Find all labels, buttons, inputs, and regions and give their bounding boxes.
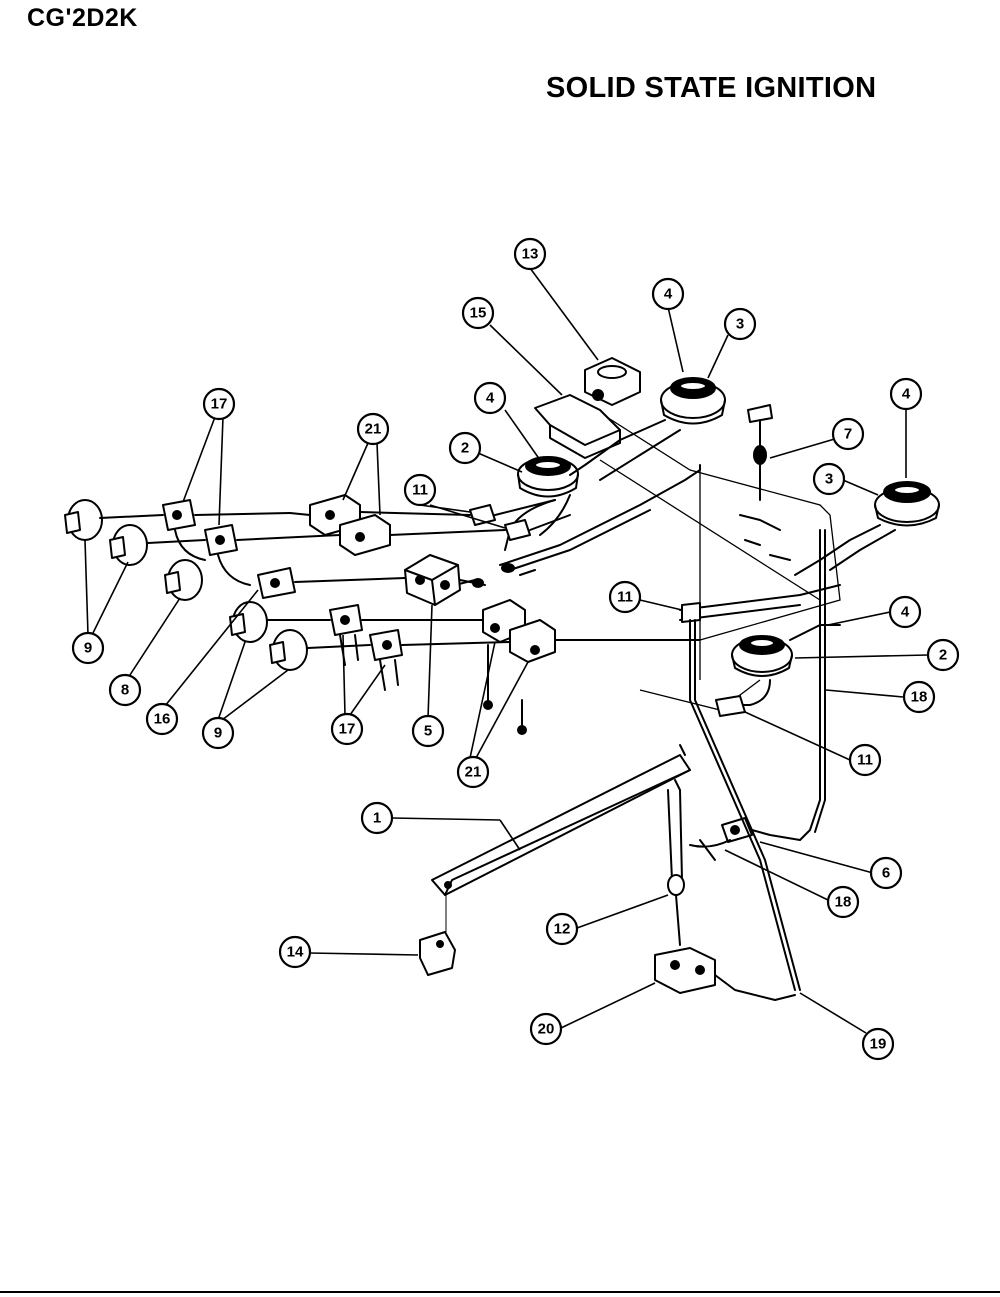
callout-18a: 18 [902, 680, 936, 714]
part-7-igniter [747, 404, 773, 501]
callout-17b: 17 [330, 712, 364, 746]
part-13-valve [584, 357, 641, 406]
svg-text:4: 4 [902, 386, 911, 403]
burner-right-rear [794, 481, 940, 576]
svg-text:16: 16 [154, 711, 171, 728]
callout-4a: 4 [651, 277, 685, 311]
gas-tubes-upper [454, 464, 841, 623]
svg-text:1: 1 [373, 810, 381, 827]
part-16-switch [257, 567, 406, 599]
svg-text:4: 4 [486, 390, 495, 407]
callout-11b: 11 [608, 580, 642, 614]
tubes-18-19 [689, 529, 826, 991]
part-14-bracket [419, 895, 456, 976]
part-21-valves-lower [482, 599, 701, 735]
burner-left-rear [504, 456, 579, 551]
section-title: SOLID STATE IGNITION [546, 72, 877, 104]
callout-11c: 11 [848, 743, 882, 777]
part-1-manifold-rail [431, 744, 691, 896]
callout-2a: 2 [448, 431, 482, 465]
callout-4d: 4 [888, 595, 922, 629]
callout-8: 8 [108, 673, 142, 707]
part-17-switches-upper [162, 499, 341, 586]
svg-text:5: 5 [424, 723, 432, 740]
callout-15: 15 [461, 296, 495, 330]
callout-4c: 4 [889, 377, 923, 411]
callout-6: 6 [869, 856, 903, 890]
svg-text:13: 13 [522, 246, 539, 263]
callout-3a: 3 [723, 307, 757, 341]
callout-17a: 17 [202, 387, 236, 421]
burner-right-front [724, 624, 841, 706]
callout-9b: 9 [201, 716, 235, 750]
svg-text:3: 3 [825, 471, 833, 488]
callout-21b: 21 [456, 755, 490, 789]
svg-text:12: 12 [554, 921, 571, 938]
callout-18b: 18 [826, 885, 860, 919]
callout-4b: 4 [473, 381, 507, 415]
svg-text:21: 21 [365, 421, 382, 438]
part-21-valves-upper [289, 494, 506, 556]
svg-text:15: 15 [470, 305, 487, 322]
svg-text:3: 3 [736, 316, 744, 333]
svg-text:21: 21 [465, 764, 482, 781]
callout-19: 19 [861, 1027, 895, 1061]
callout-20: 20 [529, 1012, 563, 1046]
svg-text:17: 17 [339, 721, 356, 738]
callout-1: 1 [360, 801, 394, 835]
control-knobs [64, 499, 371, 671]
svg-text:2: 2 [461, 440, 469, 457]
callout-11a: 11 [403, 473, 437, 507]
svg-text:20: 20 [538, 1021, 555, 1038]
callout-12: 12 [545, 912, 579, 946]
svg-text:9: 9 [84, 640, 92, 657]
svg-text:18: 18 [835, 894, 852, 911]
bottom-rule [0, 1291, 1000, 1293]
svg-text:8: 8 [121, 682, 129, 699]
callout-5: 5 [411, 714, 445, 748]
callout-16: 16 [145, 702, 179, 736]
callout-2b: 2 [926, 638, 960, 672]
svg-text:11: 11 [857, 752, 873, 769]
callout-7: 7 [831, 417, 865, 451]
callout-9a: 9 [71, 631, 105, 665]
svg-text:19: 19 [870, 1036, 887, 1053]
part-12-20-regulator [654, 779, 796, 1001]
callout-3b: 3 [812, 462, 846, 496]
svg-text:9: 9 [214, 725, 222, 742]
part-15-bracket [534, 394, 621, 459]
svg-text:17: 17 [211, 396, 228, 413]
callout-21a: 21 [356, 412, 390, 446]
svg-text:4: 4 [901, 604, 910, 621]
svg-text:14: 14 [287, 944, 304, 961]
svg-text:7: 7 [844, 426, 852, 443]
part-5-regulator [404, 554, 486, 606]
burner-support-frame [579, 399, 841, 711]
model-number: CG'2D2K [27, 4, 138, 32]
callout-13: 13 [513, 237, 547, 271]
svg-text:4: 4 [664, 286, 673, 303]
leader-lines [84, 267, 929, 1034]
svg-text:11: 11 [412, 482, 428, 499]
burner-middle-rear [569, 377, 726, 481]
callout-14: 14 [278, 935, 312, 969]
svg-text:2: 2 [939, 647, 947, 664]
svg-text:18: 18 [911, 689, 928, 706]
svg-text:11: 11 [617, 589, 633, 606]
svg-text:6: 6 [882, 865, 890, 882]
